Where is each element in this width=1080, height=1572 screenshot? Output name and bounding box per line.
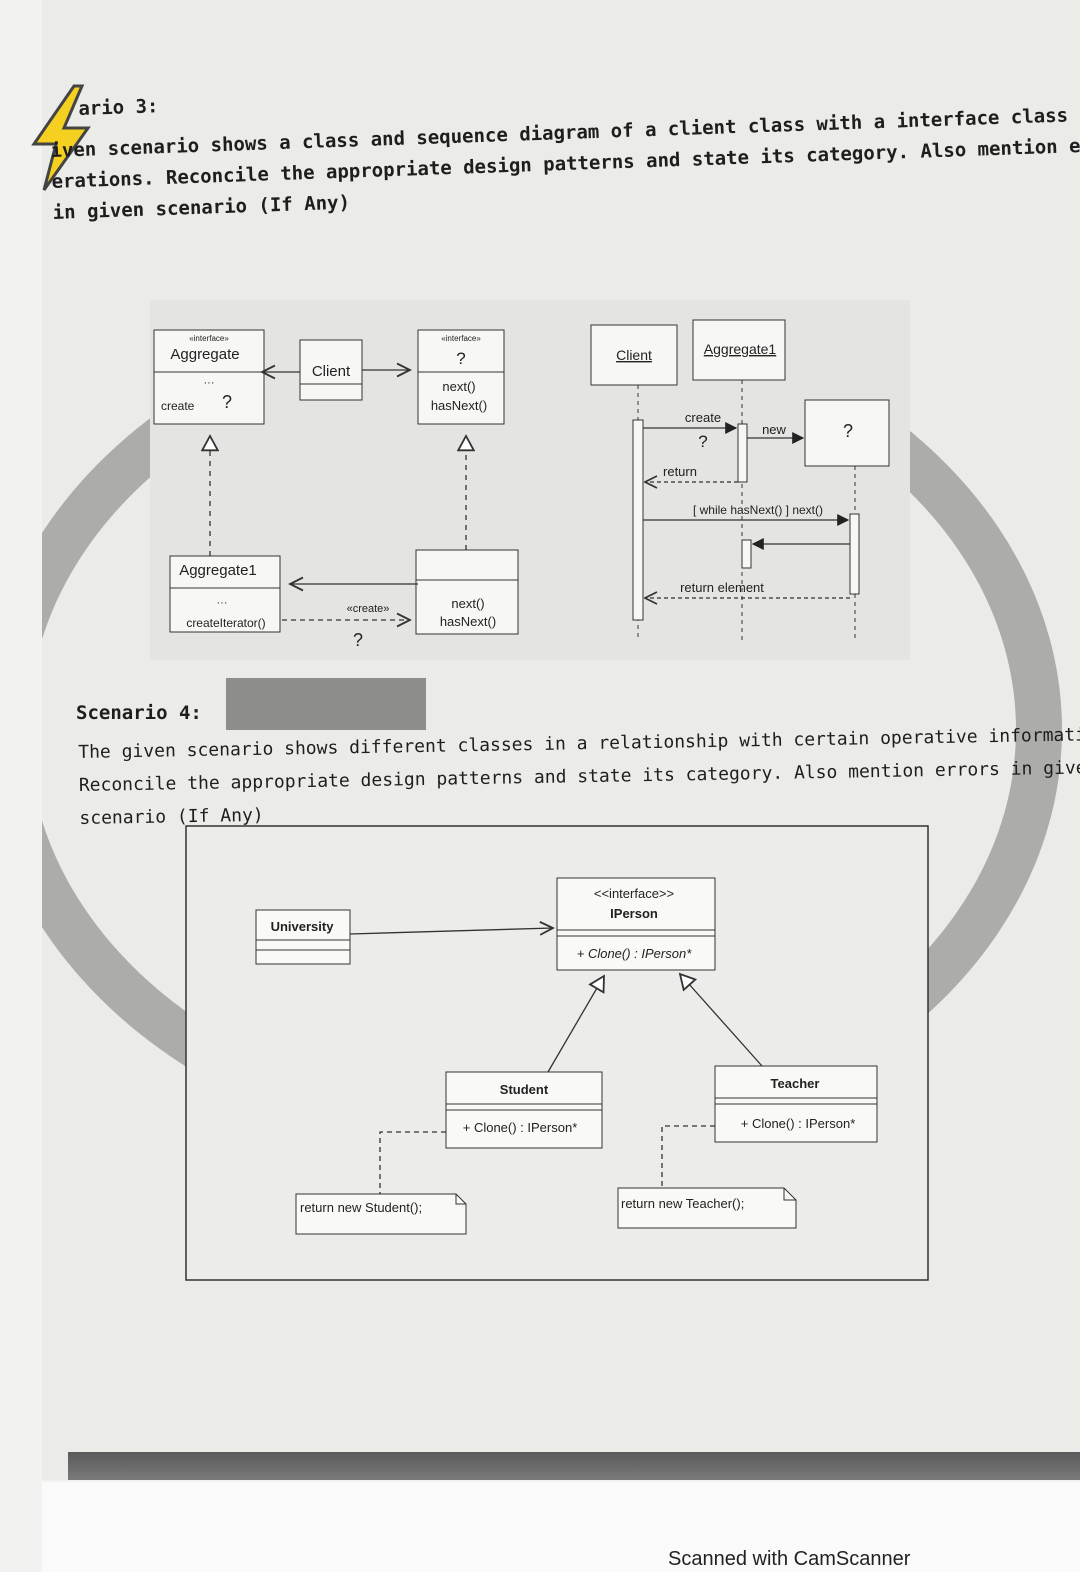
concrete-iterator-op-1: next() (451, 596, 484, 611)
unknown-activation (849, 513, 860, 595)
aggregate-name: Aggregate (170, 346, 239, 363)
seq-client-box: Client (590, 324, 678, 386)
teacher-name: Teacher (771, 1076, 820, 1091)
scenario4-heading: Scenario 4: (76, 702, 202, 724)
teacher-note-link (661, 1125, 715, 1188)
seq-unknown-label: ? (843, 421, 853, 441)
iperson-stereotype: <<interface>> (594, 886, 674, 901)
iperson-op: + Clone() : IPerson* (577, 946, 692, 961)
student-op: + Clone() : IPerson* (463, 1120, 578, 1135)
student-note-link (379, 1131, 446, 1198)
seq-aggregate1-label: Aggregate1 (704, 341, 777, 357)
aggregate-interface-box: «interface» Aggregate ··· create ? (153, 329, 265, 425)
create-label: «create» (347, 603, 390, 615)
loop-message-label: [ while hasNext() ] next() (693, 503, 823, 517)
teacher-op: + Clone() : IPerson* (741, 1116, 856, 1131)
client-activation (632, 419, 644, 621)
scenario4-text: The given scenario shows different class… (78, 718, 1080, 835)
aggregate1-name: Aggregate1 (179, 562, 257, 579)
teacher-note: return new Teacher(); (617, 1187, 797, 1229)
iperson-interface-box: <<interface>> IPerson + Clone() : IPerso… (556, 877, 716, 971)
iterator-op-2: hasNext() (431, 398, 487, 413)
iterator-name: ? (456, 349, 465, 368)
iterator-stereotype: «interface» (441, 334, 481, 343)
aggregate1-class-box: Aggregate1 ··· createIterator() (169, 555, 281, 633)
university-class-box: University (255, 909, 351, 965)
iterator-op-1: next() (442, 379, 475, 394)
return-message-label: return (663, 464, 697, 479)
aggregate1-activation-2 (741, 539, 752, 569)
concrete-iterator-op-2: hasNext() (440, 614, 496, 629)
create-message-label: create (685, 410, 721, 425)
teacher-note-text: return new Teacher(); (621, 1196, 744, 1211)
seq-aggregate1-box: Aggregate1 (692, 319, 786, 381)
client-name: Client (312, 363, 351, 380)
return-element-label: return element (680, 580, 764, 595)
aggregate1-activation (737, 423, 748, 483)
aggregate-dots: ··· (204, 377, 215, 389)
page-bottom-shadow (68, 1452, 1080, 1480)
create-message-unknown: ? (698, 432, 707, 451)
university-to-iperson-arrow (349, 928, 553, 934)
iperson-name: IPerson (610, 906, 658, 921)
teacher-class-box: Teacher + Clone() : IPerson* (714, 1065, 878, 1143)
seq-unknown-box: ? (804, 399, 890, 467)
aggregate-op-prefix: create (161, 399, 195, 413)
iterator-interface-box: «interface» ? next() hasNext() (417, 329, 505, 425)
aggregate-stereotype: «interface» (189, 334, 229, 343)
new-message-label: new (762, 422, 786, 437)
create-unknown: ? (353, 630, 363, 650)
teacher-implements-iperson (680, 974, 763, 1067)
student-name: Student (500, 1082, 549, 1097)
aggregate-op-unknown: ? (222, 392, 232, 412)
aggregate1-dots: ··· (217, 597, 228, 609)
university-name: University (271, 919, 335, 934)
client-class-box: Client (299, 339, 363, 401)
student-class-box: Student + Clone() : IPerson* (445, 1071, 603, 1149)
concrete-iterator-box: next() hasNext() (415, 549, 519, 635)
camscanner-watermark: Scanned with CamScanner (668, 1548, 911, 1570)
footer-strip (42, 1482, 1080, 1572)
dark-blur-block (226, 678, 426, 730)
student-implements-iperson (547, 976, 604, 1073)
student-note: return new Student(); (295, 1193, 467, 1235)
lightning-bolt-icon (26, 84, 96, 198)
aggregate1-op: createIterator() (186, 616, 265, 630)
student-note-text: return new Student(); (300, 1200, 422, 1215)
seq-client-label: Client (616, 347, 652, 363)
